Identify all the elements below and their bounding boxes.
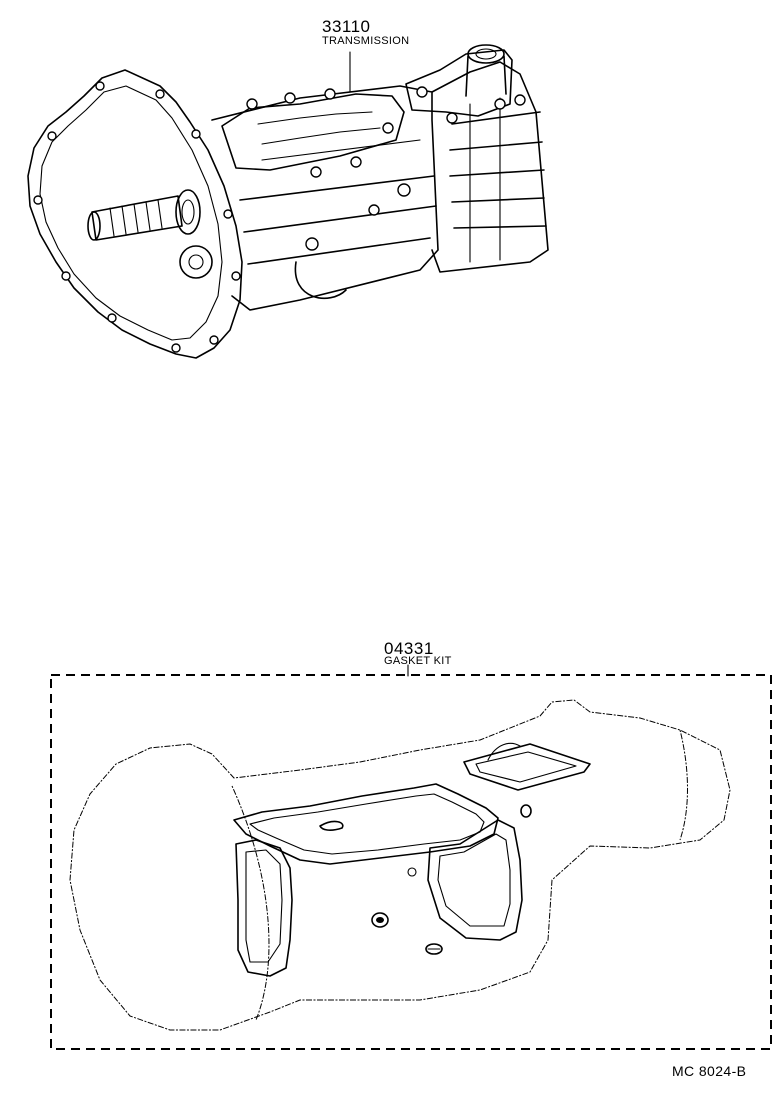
transmission-part-number: 33110 <box>322 17 371 36</box>
bell-housing-inner-rim <box>39 85 223 341</box>
gasket-kit-part-number: 04331 <box>384 639 434 658</box>
front-bearing-retainer-gasket <box>235 839 293 977</box>
transmission-main-case <box>211 85 439 311</box>
transmission-part-name: TRANSMISSION <box>322 35 410 47</box>
shift-tower <box>405 44 526 124</box>
gasket-kit-illustration <box>50 664 772 1050</box>
shift-lever-housing <box>221 93 405 171</box>
extension-housing <box>431 61 549 273</box>
input-shaft <box>87 189 201 241</box>
o-ring-small <box>520 804 532 818</box>
top-cover-gasket <box>233 783 499 865</box>
filler-plug-gasket <box>425 943 443 955</box>
gasket-kit-part-name: GASKET KIT <box>384 655 452 667</box>
figure-code: MC 8024-B <box>672 1063 747 1079</box>
o-ring-tiny <box>407 867 417 877</box>
gasket-kit-dashed-frame <box>50 674 772 1050</box>
intermediate-plate-gasket <box>427 819 523 941</box>
transmission-ghost-outline <box>69 699 731 1031</box>
transmission-assembly-illustration <box>27 44 549 359</box>
drain-plug-gasket <box>371 912 389 928</box>
extension-cover-gasket <box>463 743 591 791</box>
